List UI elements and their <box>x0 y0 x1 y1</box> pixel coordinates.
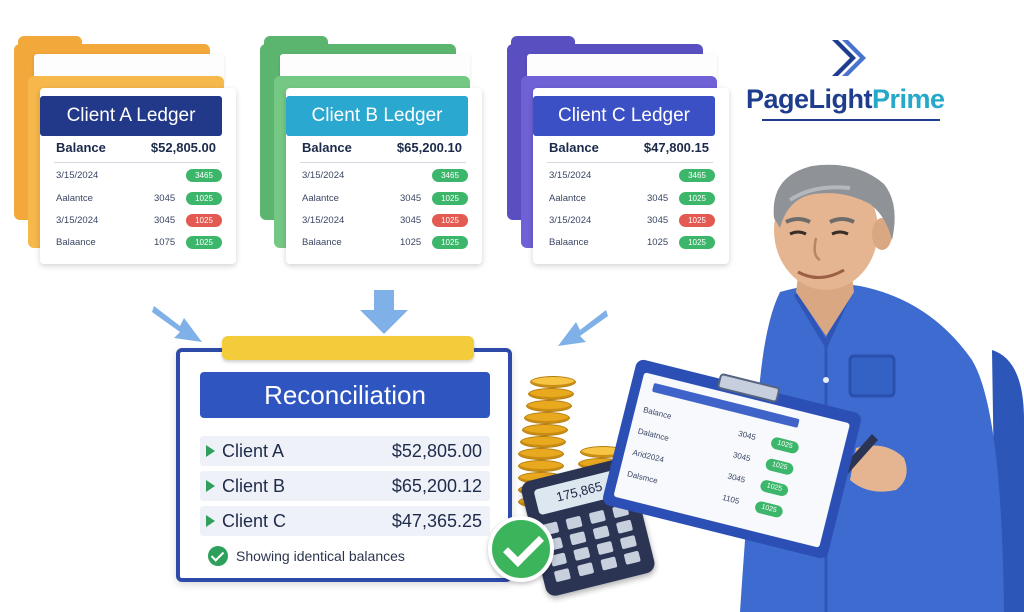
row-label: 3/15/2024 <box>56 170 99 181</box>
status-pill: 1025 <box>432 236 468 249</box>
ledger-title: Client A Ledger <box>40 96 222 136</box>
ledger-row: Aalantce 3045 1025 <box>302 191 468 207</box>
client-name: Client B <box>222 476 286 496</box>
client-amount: $65,200.12 <box>391 476 482 496</box>
ledger-row: Aalantce 3045 1025 <box>56 191 222 207</box>
row-value: 1025 <box>647 237 669 248</box>
reconciliation-row-client-c[interactable]: Client C $47,365.25 <box>200 506 490 536</box>
ledger-title: Client C Ledger <box>533 96 715 136</box>
row-value: 1075 <box>154 237 176 248</box>
ledger-row: 3/15/2024 3045 1025 <box>549 213 715 229</box>
row-value: 3045 <box>647 193 669 204</box>
status-text: Showing identical balances <box>236 548 405 564</box>
row-value: 1025 <box>400 237 422 248</box>
status-pill: 1025 <box>432 214 468 227</box>
divider <box>300 162 466 163</box>
balance-value: $47,800.15 <box>643 140 709 155</box>
row-value: 3045 <box>732 450 752 464</box>
status-pill: 1025 <box>186 192 222 205</box>
client-a-ledger-folder[interactable]: Client A Ledger Balance $52,805.00 3/15/… <box>14 36 236 266</box>
ledger-row: 3/15/2024 3465 <box>302 168 468 184</box>
row-label: Aalantce <box>302 193 339 204</box>
row-value: 3045 <box>647 215 669 226</box>
row-value: 1105 <box>721 492 741 506</box>
row-label: Balaance <box>302 237 342 248</box>
client-name: Client C <box>222 511 287 531</box>
play-triangle-icon <box>206 445 215 457</box>
row-label: Balaance <box>56 237 96 248</box>
ledger-row: 3/15/2024 3465 <box>549 168 715 184</box>
row-value: 3045 <box>400 215 422 226</box>
divider <box>54 162 220 163</box>
logo-underline <box>762 119 940 121</box>
play-triangle-icon <box>206 515 215 527</box>
status-pill: 1025 <box>679 214 715 227</box>
client-c-ledger-folder[interactable]: Client C Ledger Balance $47,800.15 3/15/… <box>507 36 729 266</box>
ledger-row: Balaance 1075 1025 <box>56 235 222 251</box>
balance-value: $52,805.00 <box>150 140 216 155</box>
arrow-down-left-icon <box>558 310 608 346</box>
reconciliation-row-client-b[interactable]: Client B $65,200.12 <box>200 471 490 501</box>
reconciliation-title: Reconciliation <box>200 372 490 418</box>
balance-row: Balance $52,805.00 <box>56 140 216 155</box>
board-clip <box>222 336 474 360</box>
row-value: 3045 <box>737 428 757 442</box>
row-value: 3045 <box>400 193 422 204</box>
logo-wordmark: PageLightPrime <box>746 84 945 115</box>
balance-row: Balance $47,800.15 <box>549 140 709 155</box>
ledger-row: Balaance 1025 1025 <box>549 235 715 251</box>
status-pill: 1025 <box>679 236 715 249</box>
status-pill: 1025 <box>186 236 222 249</box>
row-label: Balaance <box>549 237 589 248</box>
balance-label: Balance <box>302 140 352 155</box>
row-value: 3045 <box>154 215 176 226</box>
client-amount: $47,365.25 <box>391 511 482 531</box>
balance-row: Balance $65,200.10 <box>302 140 462 155</box>
status-pill: 3465 <box>186 169 222 182</box>
status-line: Showing identical balances <box>208 546 405 566</box>
status-pill: 3465 <box>432 169 468 182</box>
row-label: 3/15/2024 <box>302 215 345 226</box>
brand-logo[interactable]: PageLightPrime <box>744 38 945 128</box>
play-triangle-icon <box>206 480 215 492</box>
client-b-ledger-folder[interactable]: Client B Ledger Balance $65,200.10 3/15/… <box>260 36 482 266</box>
ledger-row: 3/15/2024 3045 1025 <box>302 213 468 229</box>
status-pill: 3465 <box>679 169 715 182</box>
row-label: Aalantce <box>549 193 586 204</box>
ledger-row: 3/15/2024 3045 1025 <box>56 213 222 229</box>
balance-value: $65,200.10 <box>396 140 462 155</box>
ledger-row: 3/15/2024 3465 <box>56 168 222 184</box>
row-label: Aalantce <box>56 193 93 204</box>
row-value: 3045 <box>726 471 747 485</box>
ledger-title: Client B Ledger <box>286 96 468 136</box>
row-label: 3/15/2024 <box>302 170 345 181</box>
balance-label: Balance <box>549 140 599 155</box>
balance-label: Balance <box>56 140 106 155</box>
row-label: 3/15/2024 <box>549 170 592 181</box>
reconciliation-row-client-a[interactable]: Client A $52,805.00 <box>200 436 490 466</box>
status-pill: 1025 <box>679 192 715 205</box>
row-value: 3045 <box>154 193 176 204</box>
status-pill: 1025 <box>186 214 222 227</box>
client-amount: $52,805.00 <box>391 441 482 461</box>
check-circle-icon <box>208 546 228 566</box>
status-pill: 1025 <box>432 192 468 205</box>
chevron-arrow-icon <box>832 40 866 76</box>
row-label: 3/15/2024 <box>549 215 592 226</box>
big-check-circle-icon <box>488 516 554 582</box>
row-label: 3/15/2024 <box>56 215 99 226</box>
arrow-down-icon <box>360 290 408 334</box>
divider <box>547 162 713 163</box>
logo-part2: Prime <box>872 84 945 114</box>
logo-part1: PageLight <box>746 84 873 114</box>
ledger-row: Balaance 1025 1025 <box>302 235 468 251</box>
client-name: Client A <box>222 441 285 461</box>
arrow-down-right-icon <box>152 306 202 342</box>
ledger-row: Aalantce 3045 1025 <box>549 191 715 207</box>
